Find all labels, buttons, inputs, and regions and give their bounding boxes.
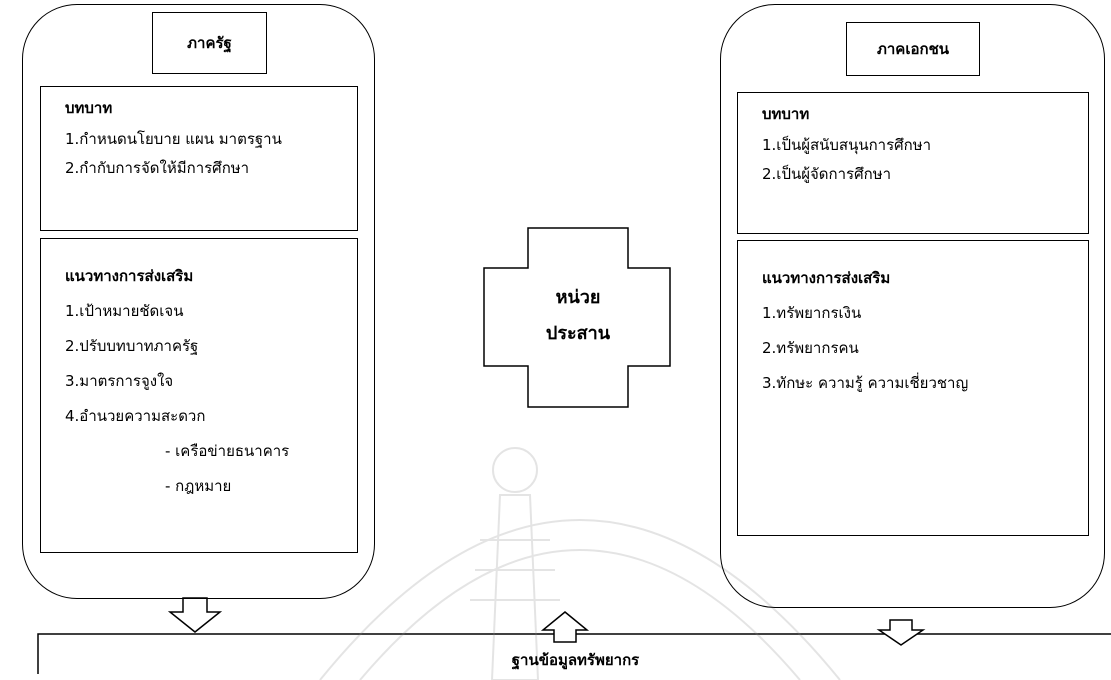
private-role-item: 2.เป็นผู้จัดการศึกษา	[762, 165, 892, 183]
private-sector-promotion-box: แนวทางการส่งเสริม 1.ทรัพยากรเงิน 2.ทรัพย…	[737, 240, 1089, 536]
public-sector-roles-box: บทบาท 1.กำหนดนโยบาย แผน มาตรฐาน 2.กำกับก…	[40, 86, 358, 231]
public-promotion-subitem: - กฎหมาย	[165, 477, 232, 495]
resource-database-box	[37, 633, 1111, 674]
public-promotion-item: 4.อำนวยความสะดวก	[65, 407, 206, 425]
private-promotion-heading: แนวทางการส่งเสริม	[762, 269, 891, 287]
private-sector-title: ภาคเอกชน	[846, 22, 980, 76]
public-sector-promotion-box: แนวทางการส่งเสริม 1.เป้าหมายชัดเจน 2.ปรั…	[40, 238, 358, 553]
coordinator-label-line1: หน่วย	[555, 287, 601, 308]
public-sector-title: ภาครัฐ	[152, 12, 267, 74]
public-role-item: 1.กำหนดนโยบาย แผน มาตรฐาน	[65, 130, 282, 148]
private-promotion-item: 3.ทักษะ ความรู้ ความเชี่ยวชาญ	[762, 374, 969, 392]
center-up-arrow	[540, 611, 590, 643]
private-promotion-item: 1.ทรัพยากรเงิน	[762, 304, 862, 322]
private-sector-container	[720, 4, 1105, 608]
private-promotion-item: 2.ทรัพยากรคน	[762, 339, 859, 357]
left-down-arrow	[167, 597, 223, 633]
public-promotion-subitem: - เครือข่ายธนาคาร	[165, 442, 290, 460]
public-sector-title-text: ภาครัฐ	[187, 34, 232, 52]
coordinator-label: หน่วย ประสาน	[528, 266, 628, 366]
resource-database-title: ฐานข้อมูลทรัพยากร	[511, 651, 640, 669]
coordinator-label-line2: ประสาน	[545, 323, 611, 344]
public-promotion-item: 2.ปรับบทบาทภาครัฐ	[65, 337, 199, 355]
public-promotion-item: 3.มาตรการจูงใจ	[65, 372, 174, 390]
coordinator-cross-shape	[483, 227, 671, 408]
private-sector-roles-box: บทบาท 1.เป็นผู้สนับสนุนการศึกษา 2.เป็นผู…	[737, 92, 1089, 234]
public-sector-container	[22, 4, 375, 599]
public-roles-heading: บทบาท	[65, 99, 113, 117]
public-promotion-heading: แนวทางการส่งเสริม	[65, 267, 194, 285]
right-down-arrow	[876, 619, 926, 646]
public-role-item: 2.กำกับการจัดให้มีการศึกษา	[65, 159, 250, 177]
private-sector-title-text: ภาคเอกชน	[877, 40, 949, 58]
private-roles-heading: บทบาท	[762, 105, 810, 123]
public-promotion-item: 1.เป้าหมายชัดเจน	[65, 302, 184, 320]
private-role-item: 1.เป็นผู้สนับสนุนการศึกษา	[762, 136, 932, 154]
